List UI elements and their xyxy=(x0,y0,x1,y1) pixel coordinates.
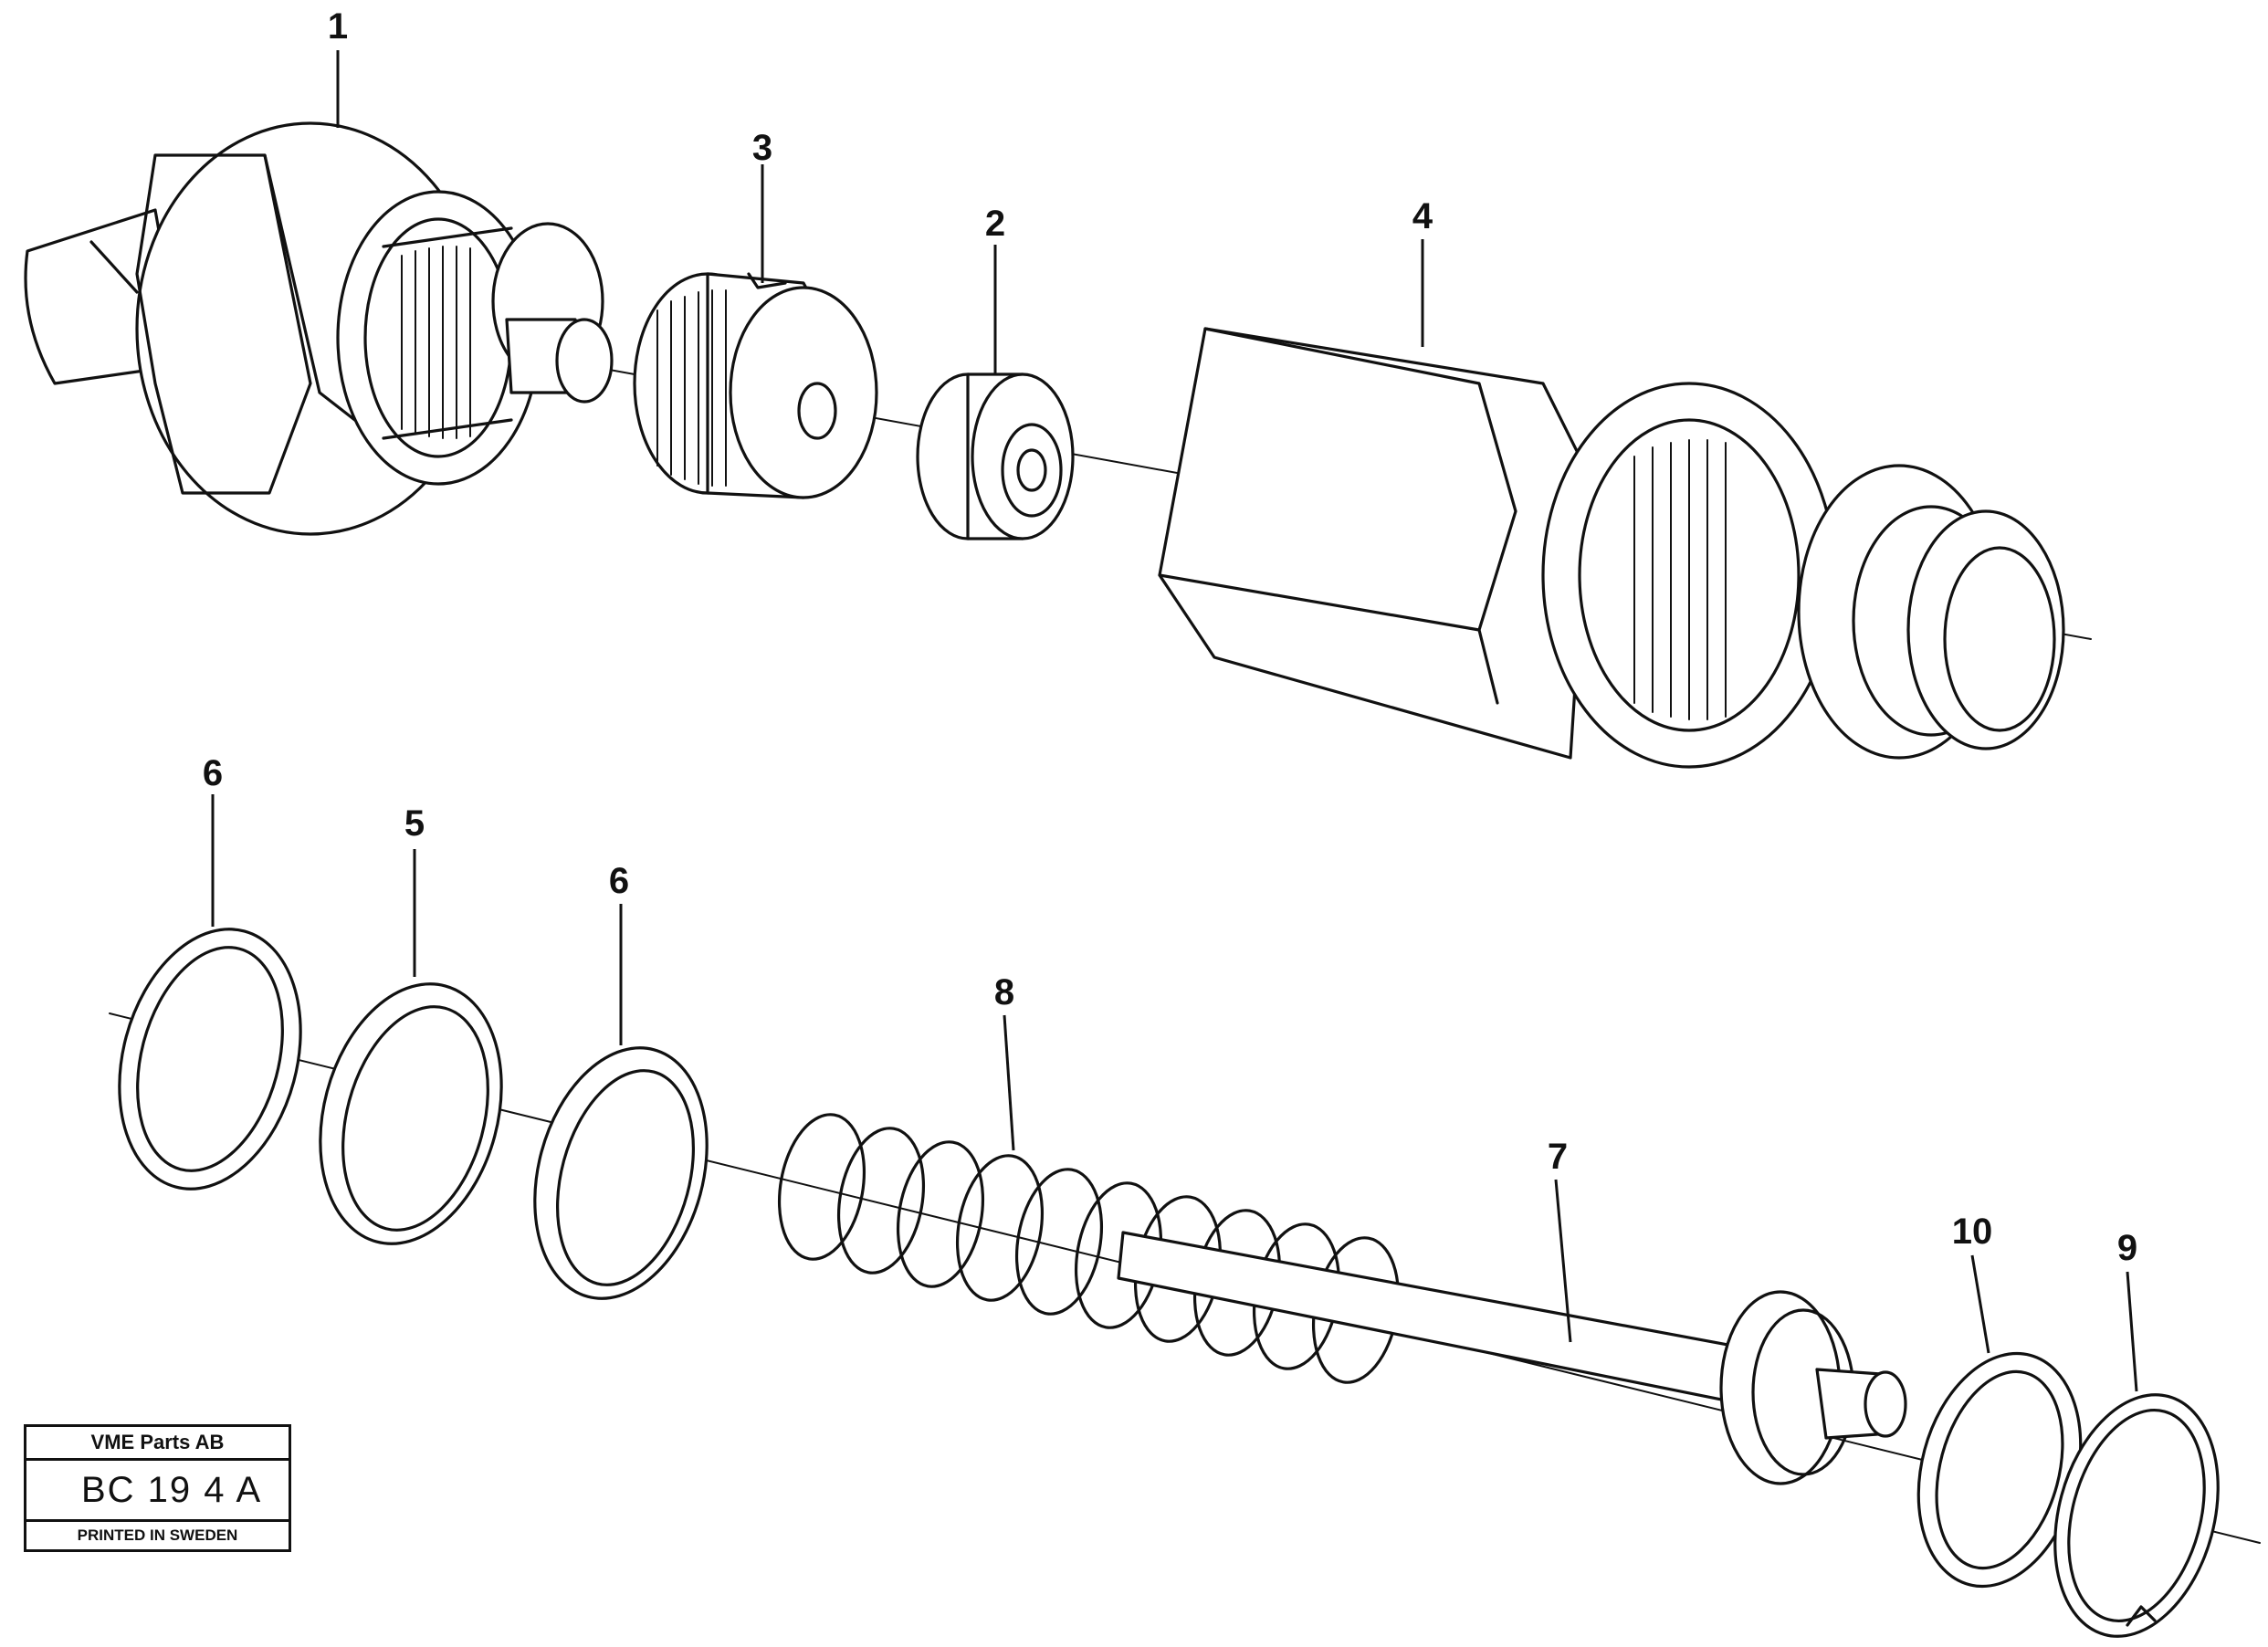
part-3-threaded-cap xyxy=(633,272,878,499)
callout-7: 7 xyxy=(1548,1137,1568,1177)
callout-10: 10 xyxy=(1952,1212,1993,1252)
part-1-hex-fitting xyxy=(24,121,614,536)
part-9-circlip xyxy=(2053,1393,2220,1638)
title-stamp: VME Parts AB BC 19 4 A PRINTED IN SWEDEN xyxy=(24,1424,291,1552)
part-6-ring-right xyxy=(533,1046,709,1300)
stamp-company: VME Parts AB xyxy=(26,1427,289,1461)
callout-8: 8 xyxy=(994,972,1014,1012)
part-2-bushing xyxy=(916,372,1075,540)
callout-labels: 1 2 3 4 5 6 6 7 8 9 10 xyxy=(203,6,2137,1268)
stamp-printed: PRINTED IN SWEDEN xyxy=(77,1526,238,1544)
part-8-spring xyxy=(777,1113,1401,1384)
stamp-code: BC 19 4 A xyxy=(26,1461,289,1522)
part-7-piston-rod xyxy=(1117,1231,1907,1485)
callout-9: 9 xyxy=(2117,1228,2137,1268)
callout-6-right: 6 xyxy=(609,861,629,901)
callout-2: 2 xyxy=(985,204,1005,244)
callout-1: 1 xyxy=(328,6,348,47)
callout-5: 5 xyxy=(404,803,425,844)
part-5-ring xyxy=(319,982,503,1245)
callout-3: 3 xyxy=(752,128,772,168)
part-4-hex-body xyxy=(1158,327,2065,769)
callout-6-left: 6 xyxy=(203,753,223,793)
part-6-ring-left xyxy=(118,928,302,1191)
callout-4: 4 xyxy=(1412,196,1433,236)
leader-lines xyxy=(211,50,2138,1392)
